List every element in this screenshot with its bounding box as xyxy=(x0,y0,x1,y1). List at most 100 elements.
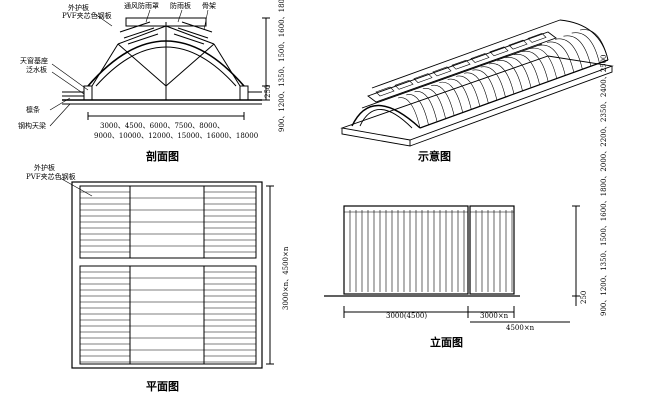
schematic-vent-box xyxy=(413,73,433,83)
schematic-ribs xyxy=(397,29,609,129)
label-frame: 骨架 xyxy=(202,2,216,10)
schematic-ridge xyxy=(371,19,561,89)
schematic-vent-box xyxy=(394,79,414,90)
schematic-vent-box xyxy=(432,66,452,77)
schematic-rib xyxy=(406,94,429,125)
section-louver xyxy=(173,33,205,45)
schematic-rib xyxy=(530,47,558,79)
leader-vent-cover xyxy=(145,9,151,23)
elevation-height-dims: 900、1200、1350、1500、1600、1800、2000、2200、2… xyxy=(600,54,608,316)
plan-label-outer-panel: 外护板 xyxy=(34,163,55,172)
schematic-rib xyxy=(488,63,515,95)
label-skylight-panel: 防雨板 xyxy=(170,1,191,10)
section-louver xyxy=(177,27,209,39)
leader-frame xyxy=(203,9,209,31)
schematic-vent-box xyxy=(508,39,528,50)
schematic-vent-box xyxy=(470,53,490,63)
leader-skylight-rim xyxy=(51,63,89,91)
schematic-rib xyxy=(538,44,566,76)
schematic-rib xyxy=(497,60,523,91)
section-view xyxy=(49,9,270,127)
elevation-panel-b xyxy=(469,205,515,295)
schematic-caption: 示意图 xyxy=(417,149,451,163)
plan-outline xyxy=(71,181,263,369)
schematic-rib xyxy=(505,57,532,88)
section-truss xyxy=(165,25,215,45)
schematic-rib xyxy=(397,97,421,129)
schematic-rib xyxy=(571,32,600,64)
schematic-rib xyxy=(431,84,455,116)
section-height-250: 250 xyxy=(264,85,272,98)
section-truss xyxy=(117,25,167,45)
schematic-arch-end xyxy=(351,104,421,129)
elevation-text: 3000(4500) 3000×n 4500×n 250 900、1200、13… xyxy=(386,54,608,349)
schematic-rib xyxy=(422,88,446,119)
section-truss xyxy=(165,43,215,87)
plan-center-bottom xyxy=(129,265,205,365)
elevation-caption: 立面图 xyxy=(430,335,463,349)
schematic-rib xyxy=(439,81,464,113)
label-roof-beam: 钢构天梁 xyxy=(18,121,46,130)
schematic-vent-strip-line xyxy=(361,43,543,109)
label-skylight-rim: 天窗基座 xyxy=(20,56,48,65)
plan-panel-bottom-right xyxy=(203,265,257,365)
elevation-slats xyxy=(344,210,514,292)
section-span-dims: 3000、4500、6000、7500、8000、 xyxy=(100,122,224,130)
schematic-rib xyxy=(472,69,498,101)
schematic-base-edge xyxy=(409,66,613,147)
plan-panel-bottom-left xyxy=(79,265,131,365)
schematic-rib xyxy=(513,54,540,85)
leader-roof-beam xyxy=(49,103,71,127)
schematic-rib xyxy=(464,72,489,104)
elevation-view xyxy=(324,205,580,323)
section-span-dims-2: 9000、10000、12000、15000、16000、18000 xyxy=(94,132,258,140)
label-vent-cover: 通风防雨罩 xyxy=(124,1,159,10)
elevation-dim-a: 3000(4500) xyxy=(386,312,427,320)
plan-dim-right: 3000×n、4500×n xyxy=(282,246,290,310)
elevation-dim-c: 4500×n xyxy=(506,324,535,332)
schematic-rib xyxy=(579,29,609,61)
schematic-arch-end-inner xyxy=(359,109,413,129)
section-truss xyxy=(213,43,241,87)
plan-caption: 平面图 xyxy=(146,380,179,393)
schematic-base-slab xyxy=(340,55,614,141)
label-pvf-sheet: PVF夹芯色钢板 xyxy=(62,11,112,20)
elevation-height-250: 250 xyxy=(580,291,588,304)
schematic-vent-boxes xyxy=(375,33,547,97)
schematic-rib xyxy=(563,35,592,67)
schematic-vent-box xyxy=(375,86,395,97)
section-louver xyxy=(127,33,159,45)
section-louver xyxy=(119,21,151,33)
schematic-view xyxy=(340,19,614,147)
plan-leader xyxy=(59,177,93,197)
schematic-rib xyxy=(414,91,438,122)
leader-outer-plate xyxy=(51,71,85,95)
schematic-rib xyxy=(455,75,481,107)
schematic-rib xyxy=(555,38,583,70)
label-outer-panel: 外护板 xyxy=(68,3,89,12)
section-caption: 剖面图 xyxy=(146,149,179,163)
leader-flashing xyxy=(49,97,71,111)
schematic-base-edge xyxy=(341,128,411,147)
plan-label-pvf-sheet: PVF夹芯色钢板 xyxy=(26,172,76,181)
plan-text: 外护板 PVF夹芯色钢板 3000×n、4500×n 平面图 xyxy=(26,163,290,393)
section-text: 外护板 PVF夹芯色钢板 通风防雨罩 防雨板 骨架 天窗基座 泛水板 檩条 钢构… xyxy=(18,0,286,163)
schematic-vent-box xyxy=(489,46,509,57)
leader-skylight-panel xyxy=(177,9,183,23)
section-right-curb xyxy=(239,85,249,101)
section-truss xyxy=(91,43,119,87)
label-outer-plate: 泛水板 xyxy=(26,65,47,74)
plan-view xyxy=(59,177,274,369)
leader-outer-panel xyxy=(94,13,113,27)
schematic-vent-box xyxy=(451,59,471,70)
label-flashing: 檩条 xyxy=(26,105,40,114)
section-truss xyxy=(117,43,167,87)
section-top-cap xyxy=(125,17,207,27)
schematic-rib xyxy=(480,66,506,98)
section-louver xyxy=(123,27,155,39)
schematic-vent-strip xyxy=(367,31,557,103)
elevation-panel-a xyxy=(343,205,469,295)
schematic-vent-box xyxy=(527,33,547,43)
